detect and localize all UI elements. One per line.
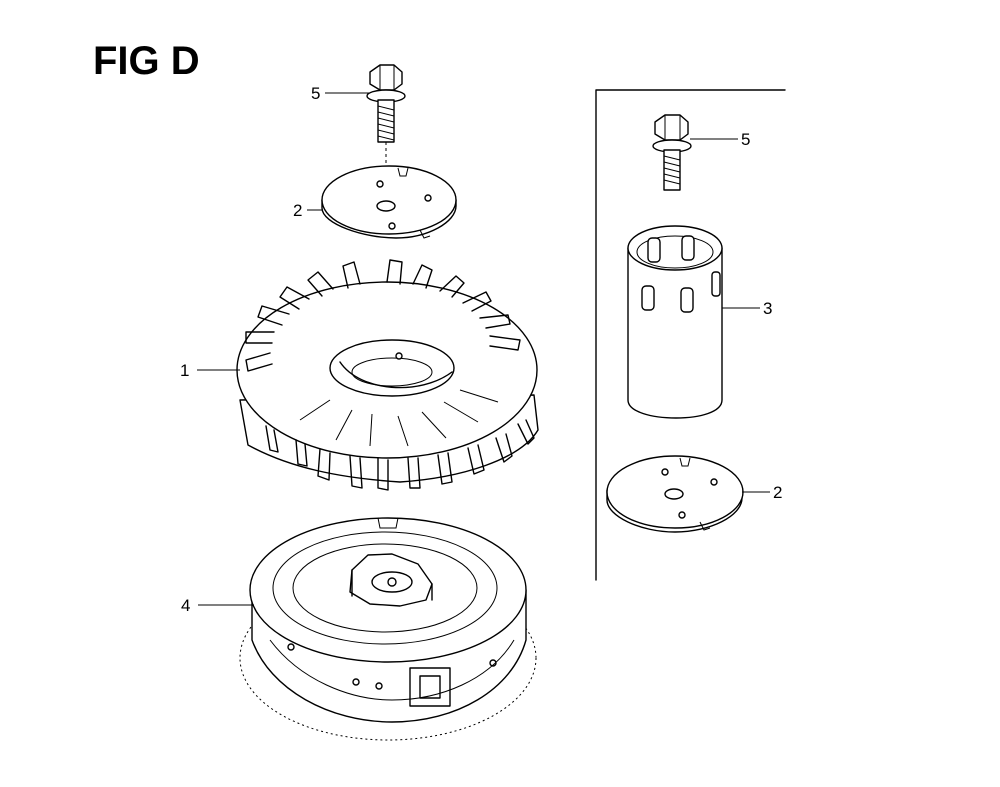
flywheel [239, 517, 537, 741]
flange-bolt-right [652, 114, 692, 191]
callout-bolt-left: 5 [311, 84, 320, 103]
plate-right [606, 455, 744, 533]
callout-plate-right: 2 [773, 483, 782, 502]
starter-sleeve [627, 225, 723, 419]
figure-title: FIG D [93, 39, 200, 83]
callout-fan: 1 [180, 361, 189, 380]
callout-flywheel: 4 [181, 596, 190, 615]
plate-left [321, 165, 457, 239]
flange-bolt-left [366, 64, 406, 188]
callout-plate-left: 2 [293, 201, 302, 220]
callout-sleeve: 3 [763, 299, 772, 318]
cooling-fan [236, 259, 539, 491]
callout-bolt-right: 5 [741, 130, 750, 149]
panel-divider [595, 89, 786, 581]
